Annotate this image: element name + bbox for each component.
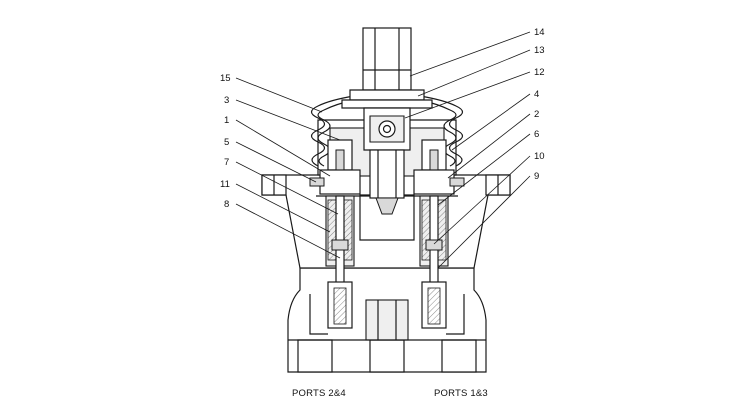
joint-pin-outer (378, 120, 396, 138)
callout-6: 6 (534, 129, 539, 140)
port-fitting-left (297, 339, 333, 373)
left-bellows (310, 95, 355, 167)
leader-lines (235, 31, 531, 269)
port-fittings (288, 299, 486, 373)
left-spring-coil-a (327, 199, 337, 261)
retainer-plate (349, 89, 425, 101)
right-port-passage (446, 294, 465, 335)
left-o-ring (309, 177, 325, 187)
callout-10: 10 (534, 151, 545, 162)
right-spring-coil-a (421, 199, 431, 261)
left-spool-land (331, 239, 349, 251)
cam-plate (341, 99, 433, 109)
left-port-passage (309, 294, 328, 335)
callout-9: 9 (534, 171, 539, 182)
left-return-spring (333, 287, 347, 325)
callout-3: 3 (224, 95, 229, 106)
port-fitting-center (369, 339, 405, 373)
right-o-ring (449, 177, 465, 187)
bellows-boot (310, 95, 464, 167)
right-bellows-inner (419, 99, 457, 167)
handle-shaft (362, 27, 412, 91)
caption-ports-2-4: PORTS 2&4 (292, 388, 346, 399)
callout-12: 12 (534, 67, 545, 78)
callout-5: 5 (224, 137, 229, 148)
stem-tip (375, 197, 399, 215)
tank-passage (365, 299, 409, 341)
right-spool-land (425, 239, 443, 251)
caption-ports-1-3: PORTS 1&3 (434, 388, 488, 399)
callout-1: 1 (224, 115, 229, 126)
left-spring-coil-b (343, 199, 353, 261)
right-return-spring (427, 287, 441, 325)
right-bellows (419, 95, 464, 167)
right-spring-coil-b (437, 199, 447, 261)
right-spool-assembly (413, 139, 465, 335)
callout-11: 11 (220, 179, 230, 190)
callout-2: 2 (534, 109, 539, 120)
left-spool-assembly (309, 139, 361, 335)
callout-4: 4 (534, 89, 539, 100)
callout-labels: 14 13 12 4 2 6 10 9 15 3 1 5 7 11 8 (220, 27, 545, 210)
callout-14: 14 (534, 27, 545, 38)
center-stem (369, 149, 405, 199)
left-bellows-inner (317, 99, 355, 167)
callout-7: 7 (224, 157, 229, 168)
callout-13: 13 (534, 45, 545, 56)
joint-pin-inner (382, 124, 392, 134)
right-seal-housing (413, 169, 455, 195)
handle-assembly (341, 27, 433, 215)
port-fitting-right (441, 339, 477, 373)
callout-8: 8 (224, 199, 229, 210)
callout-15: 15 (220, 73, 231, 84)
